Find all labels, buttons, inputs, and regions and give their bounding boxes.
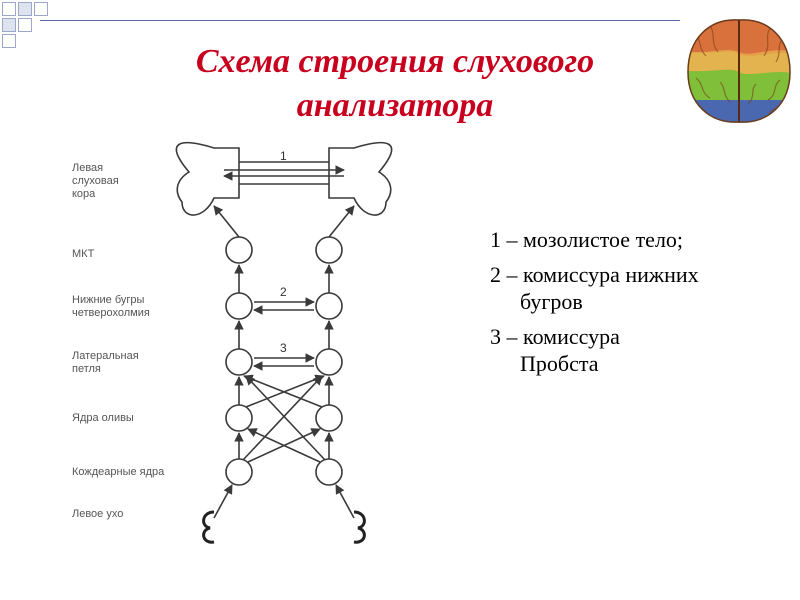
- ear-icon: [202, 510, 215, 544]
- left-cortex-shape: [175, 141, 240, 216]
- right-ic-node: [315, 292, 343, 320]
- legend-item-1: 1 – мозолистое тело;: [490, 227, 684, 252]
- header-rule: [40, 20, 680, 21]
- right-olive-node: [315, 404, 343, 432]
- ear-icon: [353, 510, 366, 544]
- label-left-cortex: Левая слуховая кора: [72, 162, 119, 200]
- num-label-2: 2: [280, 285, 287, 299]
- slide-title: Схема строения слухового анализатора: [130, 40, 660, 128]
- num-label-3: 3: [280, 341, 287, 355]
- left-ic-node: [225, 292, 253, 320]
- title-line-1: Схема строения слухового: [195, 43, 595, 80]
- pathway-drawing: 1 2 3: [175, 141, 393, 544]
- title-line-2: анализатора: [296, 87, 494, 124]
- legend-item-2: 2 – комиссура нижних бугров: [490, 262, 699, 314]
- label-left-ear: Левое ухо: [72, 508, 124, 520]
- left-olive-node: [225, 404, 253, 432]
- right-cortex-shape: [328, 141, 393, 216]
- legend-item-3: 3 – комиссура Пробста: [490, 324, 620, 376]
- legend: 1 – мозолистое тело; 2 – комиссура нижни…: [460, 226, 790, 385]
- label-cochlear: Кождеарные ядра: [72, 466, 165, 478]
- right-cochlear-node: [315, 458, 343, 486]
- label-lateral-lemniscus: Латеральная петля: [72, 350, 139, 375]
- label-mgb: МКТ: [72, 248, 95, 260]
- right-mgb-node: [315, 236, 343, 264]
- label-olive: Ядра оливы: [72, 412, 134, 424]
- left-ll-node: [225, 348, 253, 376]
- brain-icon: [687, 19, 791, 123]
- label-inferior-colliculus: Нижние бугры четверохолмия: [72, 294, 150, 319]
- corner-decoration: [0, 0, 70, 50]
- num-label-1: 1: [280, 149, 287, 163]
- right-ll-node: [315, 348, 343, 376]
- auditory-pathway-diagram: Левая слуховая кора МКТ Нижние бугры чет…: [64, 140, 404, 550]
- left-mgb-node: [225, 236, 253, 264]
- left-cochlear-node: [225, 458, 253, 486]
